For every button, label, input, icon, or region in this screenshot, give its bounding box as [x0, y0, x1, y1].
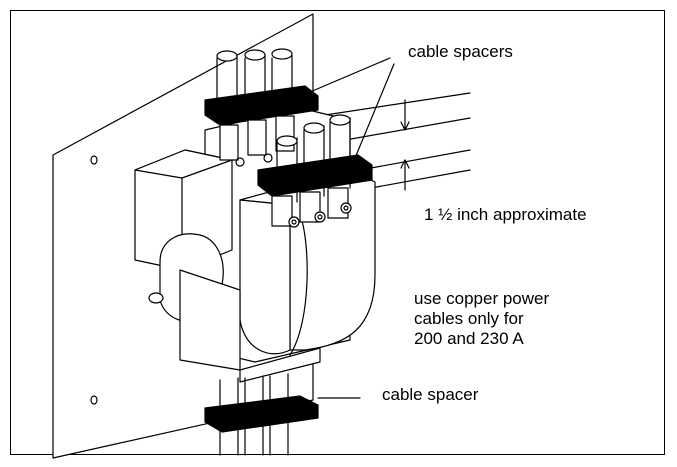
note-line-3: 200 and 230 A	[414, 329, 524, 348]
upper-rear-cable-spacer	[204, 85, 319, 126]
bottom-cable-spacer	[204, 395, 319, 433]
label-cable-spacer: cable spacer	[382, 385, 479, 404]
label-spacing-distance: 1 ½ inch approximate	[424, 205, 587, 224]
lower-housing	[179, 269, 321, 383]
note-line-1: use copper power	[414, 289, 550, 308]
figure-border	[10, 10, 665, 455]
dimension-arrows	[400, 99, 410, 191]
front-cable-lugs	[271, 187, 352, 228]
note-line-2: cables only for	[414, 309, 524, 328]
front-cable-spacer	[257, 154, 373, 197]
copper-cable-note: use copper power cables only for 200 and…	[414, 289, 644, 349]
leader-lines	[302, 57, 395, 399]
label-cable-spacers: cable spacers	[408, 42, 513, 61]
